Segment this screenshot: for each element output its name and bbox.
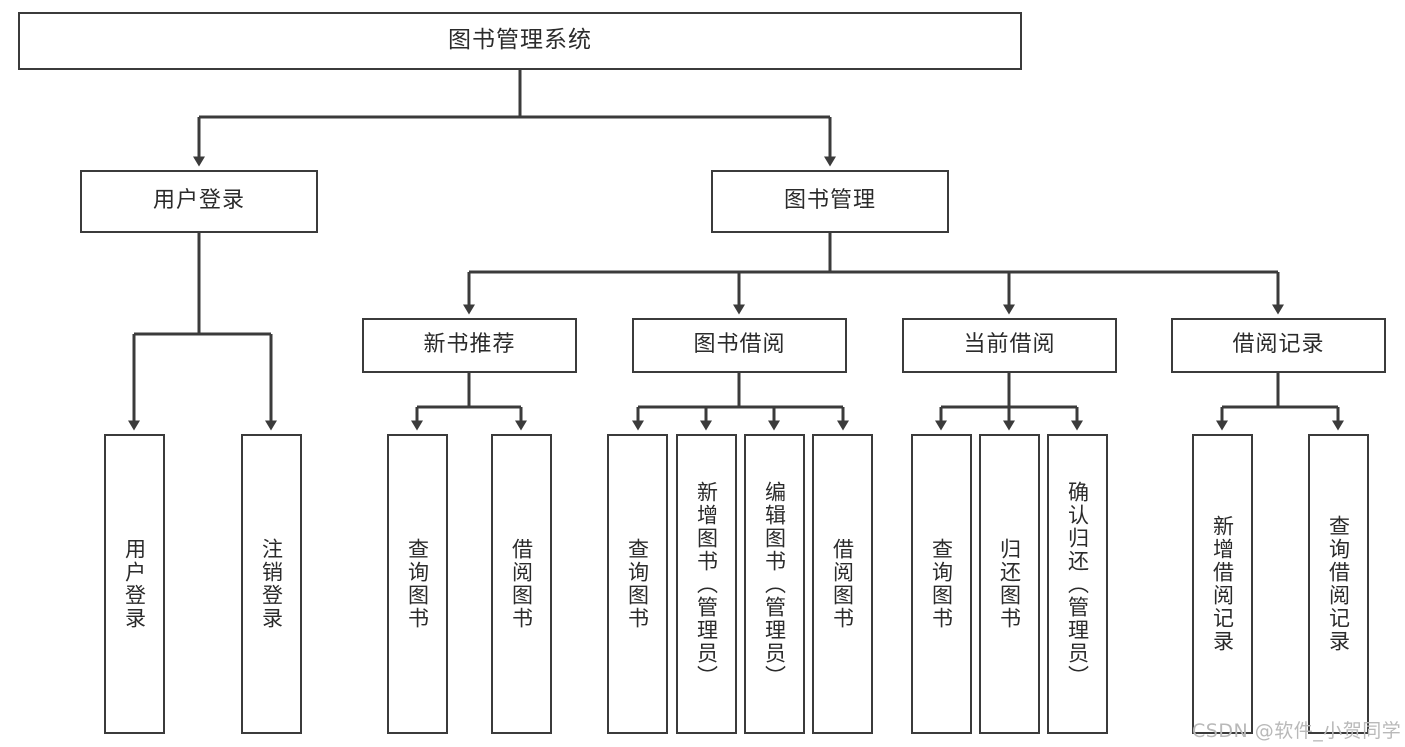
node-label: 借阅图书: [830, 538, 855, 630]
node-label: 当前借阅: [963, 332, 1056, 358]
leaf-borrow-book-2[interactable]: 借阅图书: [812, 434, 873, 734]
node-label: 新书推荐: [423, 332, 516, 358]
leaf-query-book-3[interactable]: 查询图书: [911, 434, 972, 734]
leaf-logout-login[interactable]: 注销登录: [241, 434, 302, 734]
node-root-book-management-system[interactable]: 图书管理系统: [18, 12, 1022, 70]
leaf-query-book-1[interactable]: 查询图书: [387, 434, 448, 734]
leaf-borrow-book-1[interactable]: 借阅图书: [491, 434, 552, 734]
leaf-add-book[interactable]: 新增图书（管理员）: [676, 434, 737, 734]
node-label: 归还图书: [997, 538, 1022, 630]
leaf-user-login[interactable]: 用户登录: [104, 434, 165, 734]
node-label: 新增借阅记录: [1210, 515, 1235, 653]
csdn-watermark: CSDN @软件_小贺同学: [1192, 720, 1402, 742]
node-borrow-record[interactable]: 借阅记录: [1171, 318, 1386, 373]
leaf-add-record[interactable]: 新增借阅记录: [1192, 434, 1253, 734]
node-label: 图书管理系统: [448, 27, 592, 54]
leaf-edit-book[interactable]: 编辑图书（管理员）: [744, 434, 805, 734]
leaf-query-book-2[interactable]: 查询图书: [607, 434, 668, 734]
node-label: 查询图书: [625, 538, 650, 630]
node-label: 图书管理: [783, 188, 876, 214]
leaf-confirm-return[interactable]: 确认归还（管理员）: [1047, 434, 1108, 734]
node-label: 查询借阅记录: [1326, 515, 1351, 653]
node-current-borrow[interactable]: 当前借阅: [902, 318, 1117, 373]
node-label: 确认归还（管理员）: [1065, 480, 1090, 688]
leaf-return-book[interactable]: 归还图书: [979, 434, 1040, 734]
node-label: 查询图书: [405, 538, 430, 630]
node-label: 编辑图书（管理员）: [762, 480, 787, 688]
node-label: 图书借阅: [693, 332, 786, 358]
node-label: 新增图书（管理员）: [694, 480, 719, 688]
node-book-manage[interactable]: 图书管理: [711, 170, 949, 233]
node-label: 用户登录: [122, 538, 147, 630]
node-label: 借阅记录: [1232, 332, 1325, 358]
node-label: 用户登录: [152, 188, 245, 214]
node-label: 查询图书: [929, 538, 954, 630]
node-user-login[interactable]: 用户登录: [80, 170, 318, 233]
node-label: 借阅图书: [509, 538, 534, 630]
node-book-borrow[interactable]: 图书借阅: [632, 318, 847, 373]
leaf-query-record[interactable]: 查询借阅记录: [1308, 434, 1369, 734]
node-label: 注销登录: [259, 538, 284, 630]
node-new-book-rec[interactable]: 新书推荐: [362, 318, 577, 373]
